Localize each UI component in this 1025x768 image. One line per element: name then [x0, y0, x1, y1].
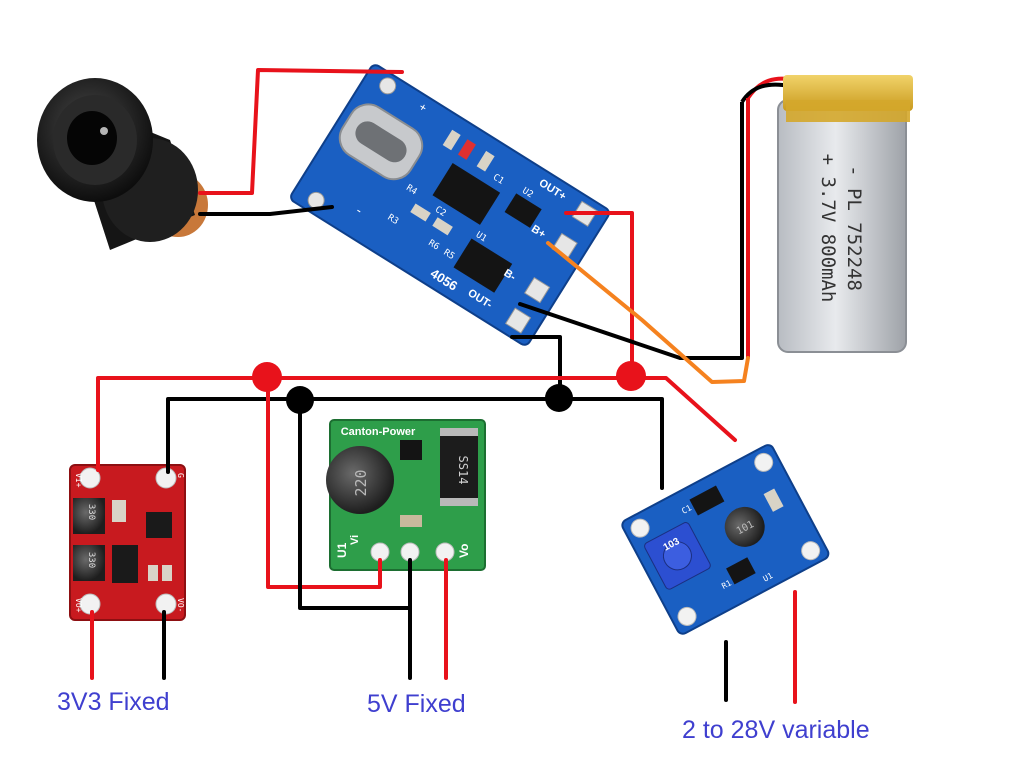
- silk-r6: R6: [426, 238, 440, 252]
- silk-u2: U2: [520, 186, 534, 200]
- silk-c1: C1: [680, 503, 693, 516]
- inductor-bottom-label: 330: [86, 552, 96, 568]
- battery-label-line2: + 3.7V 800mAh: [817, 154, 839, 303]
- module-5v: Canton-Power 220 SS14 U1 Vo Vi: [326, 419, 486, 571]
- junction-ground-left: [286, 386, 314, 414]
- silk-r1: R1: [720, 578, 733, 591]
- silk-vout-plus: VO+: [74, 598, 83, 613]
- protection-ic: [453, 238, 513, 293]
- pad-in-plus: [379, 77, 397, 95]
- wire-battery-positive: [546, 241, 750, 384]
- dual-mosfet-ic: [504, 193, 542, 228]
- silk-vin-plus: VI+: [74, 473, 83, 488]
- controller-ic: [400, 440, 422, 460]
- smd-resistor: [148, 565, 158, 581]
- boost-ic: [726, 557, 756, 585]
- junction-positive-right: [616, 361, 646, 391]
- wires: [90, 68, 797, 704]
- module-var-pcb: [621, 444, 830, 635]
- pad-b-minus: [524, 277, 551, 304]
- charger-module: + - OUT+ B+ B- OUT- 4056 R3 R4 R6 R5 C1 …: [290, 64, 610, 346]
- wire-battery-negative: [518, 302, 744, 360]
- silk-gnd: G: [176, 473, 185, 478]
- caption-5v-fixed: 5V Fixed: [367, 690, 466, 718]
- silk-u1: U1: [762, 571, 775, 584]
- silk-u1: U1: [335, 542, 349, 558]
- pad-in-minus: [307, 191, 325, 209]
- junction-positive-left: [252, 362, 282, 392]
- pad-var-out-plus: [801, 541, 821, 561]
- caption-variable: 2 to 28V variable: [682, 716, 870, 744]
- wire-positive-rail: [96, 376, 737, 472]
- inductor-5v-label: 220: [352, 469, 370, 496]
- control-ic: [146, 512, 172, 538]
- pad-var-out-gnd: [677, 606, 697, 626]
- silk-vout-minus: VO-: [176, 598, 185, 612]
- wire-ground-rail: [166, 397, 664, 490]
- smd-resistor: [442, 129, 461, 151]
- lipo-battery: - PL 752248 + 3.7V 800mAh: [740, 75, 913, 358]
- smd-capacitor: [400, 515, 422, 527]
- silk-vo: Vo: [457, 544, 471, 558]
- led-red: [457, 139, 476, 160]
- junction-ground-right: [545, 384, 573, 412]
- diode-var: [689, 485, 725, 516]
- jack-socket: [67, 111, 117, 165]
- module-5v-brand: Canton-Power: [341, 426, 416, 438]
- junctions: [252, 361, 646, 414]
- silk-c2: C2: [433, 205, 447, 219]
- battery-cell: [777, 99, 907, 353]
- battery-label-line1: - PL 752248: [843, 165, 865, 291]
- wire-jack-positive: [198, 68, 404, 195]
- diode-ss14: [440, 428, 478, 506]
- smd-resistor: [410, 203, 431, 222]
- smd-resistor: [432, 217, 453, 236]
- inductor-3v3-bottom: [73, 545, 105, 581]
- module-variable: 103 101 C1 R1 U1: [621, 444, 830, 635]
- smd-resistor: [476, 150, 495, 172]
- inductor-var: [724, 506, 765, 547]
- silk-u1: U1: [474, 230, 488, 244]
- trim-pot-knob: [662, 541, 692, 571]
- silk-vi: Vi: [349, 535, 361, 545]
- usb-c-opening: [355, 121, 407, 163]
- regulator-ic: [112, 545, 138, 583]
- wire-jack-ground: [198, 205, 334, 216]
- smd-capacitor: [112, 500, 126, 522]
- silk-r5: R5: [442, 248, 456, 262]
- wire-out-positive: [564, 211, 634, 378]
- module-3v3: 330 330 VI+ G VO+ VO-: [69, 464, 186, 621]
- caption-3v3-fixed: 3V3 Fixed: [57, 688, 170, 716]
- inductor-5v: [326, 446, 394, 514]
- jack-pin: [100, 127, 108, 135]
- silk-r4: R4: [404, 183, 418, 197]
- pad-out-minus: [504, 307, 532, 334]
- charger-ic: [432, 163, 501, 225]
- diode-terminal-bottom: [440, 498, 478, 506]
- smd-capacitor: [763, 488, 784, 512]
- pad-vout-minus: [155, 593, 177, 615]
- inductor-top-label: 330: [86, 504, 96, 520]
- pad-vin-plus: [79, 467, 101, 489]
- wire-5v-input: [266, 376, 382, 589]
- smd-resistor: [162, 565, 172, 581]
- pad-var-in-gnd: [630, 518, 650, 538]
- diode-terminal-top: [440, 428, 478, 436]
- battery-tape-edge: [786, 100, 910, 122]
- diode-label: SS14: [456, 456, 470, 485]
- inductor-3v3-top: [73, 498, 105, 534]
- silk-r3: R3: [386, 213, 400, 227]
- dc-barrel-jack: [37, 78, 208, 250]
- silk-c1: C1: [491, 173, 505, 187]
- wire-5v-ground: [298, 398, 412, 610]
- pad-var-in-plus: [754, 452, 774, 472]
